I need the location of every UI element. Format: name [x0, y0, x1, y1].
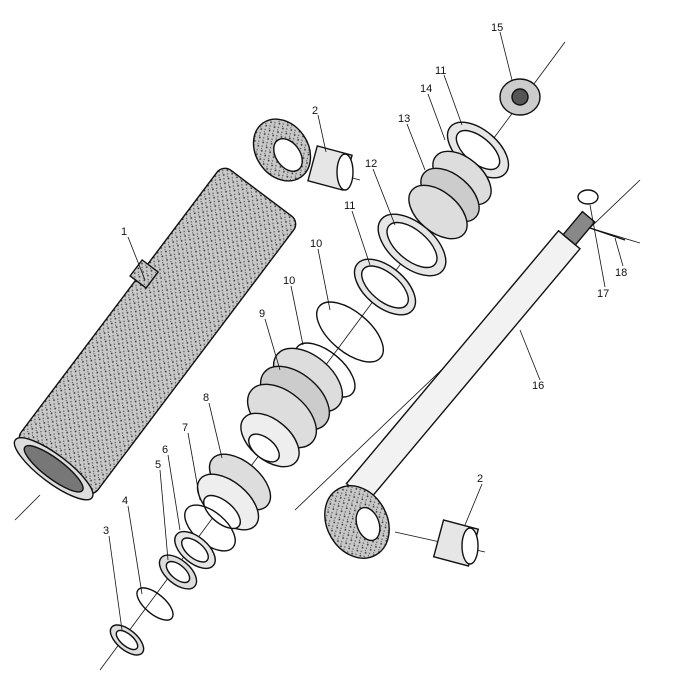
nut — [499, 78, 541, 116]
tube-eye — [252, 118, 312, 182]
piston-9 — [240, 347, 344, 468]
ring-11-top — [446, 121, 510, 179]
callout-6: 6 — [162, 444, 168, 456]
callout-11a: 11 — [435, 65, 446, 77]
callout-11b: 11 — [344, 200, 355, 212]
callout-16: 16 — [532, 380, 544, 392]
callout-10b: 10 — [283, 275, 295, 287]
callout-10a: 10 — [310, 238, 322, 250]
bushing-bottom — [432, 519, 480, 567]
piston-rod — [345, 210, 596, 503]
callout-9: 9 — [259, 308, 265, 320]
callout-13: 13 — [398, 113, 410, 125]
ring-11-lower — [353, 258, 417, 316]
callout-7: 7 — [182, 422, 188, 434]
gland-8 — [196, 453, 272, 531]
callout-2-top: 2 — [312, 105, 318, 117]
rod-eye — [324, 485, 390, 559]
cylinder-tube — [13, 167, 297, 501]
callout-17: 17 — [597, 288, 609, 300]
leader-lines — [108, 31, 624, 631]
seal-5 — [158, 554, 198, 590]
pin-18 — [589, 227, 626, 241]
axis-line — [14, 494, 41, 521]
ring-3 — [109, 624, 145, 656]
callout-8: 8 — [203, 392, 209, 404]
callout-14: 14 — [420, 83, 432, 95]
callout-15: 15 — [491, 22, 503, 34]
callout-3: 3 — [103, 525, 109, 537]
ring-12 — [377, 213, 447, 277]
callout-1: 1 — [121, 226, 127, 238]
callout-2-bottom: 2 — [477, 473, 483, 485]
oring-4 — [136, 587, 174, 621]
callout-5: 5 — [155, 459, 161, 471]
callout-18: 18 — [615, 267, 627, 279]
seal-6 — [174, 530, 216, 570]
ring-17 — [577, 189, 599, 205]
bushing-top — [307, 145, 354, 191]
callout-4: 4 — [122, 495, 128, 507]
callout-12: 12 — [365, 158, 377, 170]
oring-10a — [316, 301, 384, 363]
